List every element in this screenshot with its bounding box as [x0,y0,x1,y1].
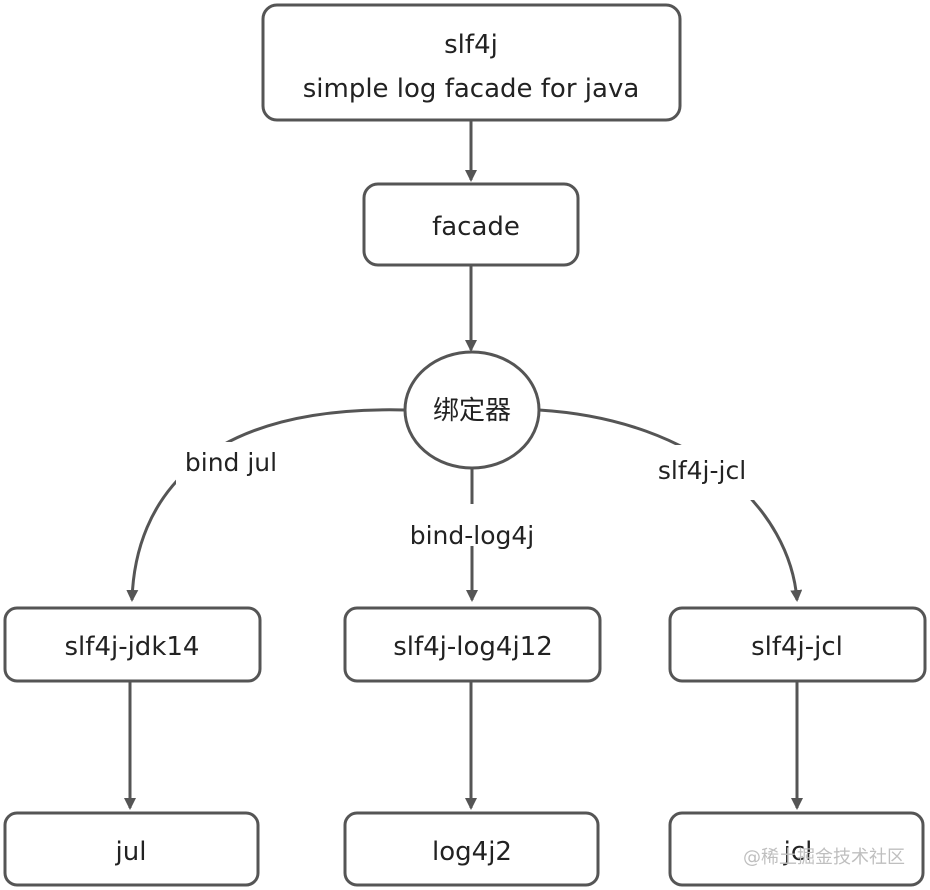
facade-label: facade [432,212,520,242]
arrow-binder-to-jdk14 [126,408,406,602]
impl-label-jul: jul [115,837,147,867]
edge-label-slf4j-jcl: slf4j-jcl [658,456,746,485]
impl-label-log4j2: log4j2 [432,837,512,867]
binding-node-jdk14: slf4j-jdk14 [3,606,262,683]
edge-label-bind-jul: bind jul [185,448,277,477]
impl-label-jcl: jcl [783,837,813,867]
binding-label-jdk14: slf4j-jdk14 [65,632,200,662]
root-node: slf4j simple log facade for java [261,3,682,122]
binding-node-log4j12: slf4j-log4j12 [343,606,602,683]
watermark: @稀土掘金技术社区 [743,847,905,868]
impl-node-jul: jul [3,811,260,887]
impl-node-jcl: jcl [668,811,925,887]
facade-node: facade [362,182,580,267]
binding-label-log4j12: slf4j-log4j12 [393,632,553,662]
edge-label-bg-right [643,445,761,500]
binding-node-jcl: slf4j-jcl [668,606,927,683]
binder-label: 绑定器 [433,396,511,426]
binder-node: 绑定器 [403,350,541,470]
edge-label-bg-middle [395,504,550,546]
impl-node-log4j2: log4j2 [343,811,600,887]
edge-label-bind-log4j: bind-log4j [410,521,535,550]
arrow-binder-to-jcl-binding [538,408,803,602]
binding-label-jcl: slf4j-jcl [751,632,843,662]
root-subtitle: simple log facade for java [303,74,640,104]
root-title: slf4j [444,30,498,60]
edge-label-bg-left [176,442,284,484]
